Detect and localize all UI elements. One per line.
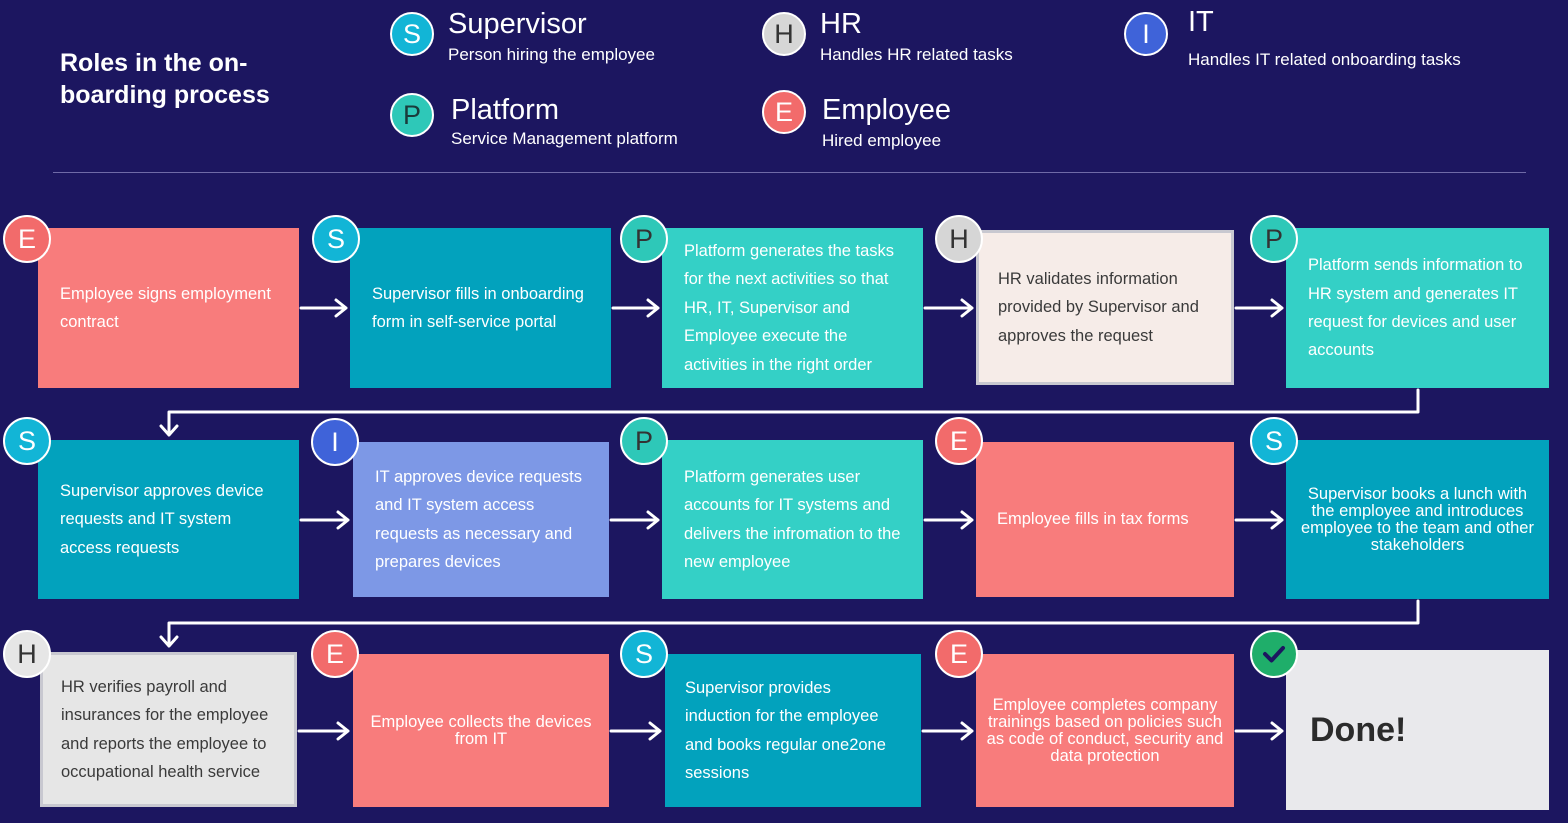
legend-desc: Service Management platform xyxy=(451,129,678,148)
legend-name: Supervisor xyxy=(448,8,587,40)
step-employee-trainings: Employee completes company trainings bas… xyxy=(976,654,1234,807)
divider xyxy=(53,172,1526,173)
checkmark-icon xyxy=(1263,646,1285,663)
step-platform-sends-info: Platform sends information to HR system … xyxy=(1286,228,1549,388)
employee-role-icon: E xyxy=(935,630,983,678)
supervisor-role-icon: S xyxy=(312,215,360,263)
step-supervisor-approves-devices: Supervisor approves device requests and … xyxy=(38,440,299,599)
employee-role-icon: E xyxy=(311,630,359,678)
hr-role-icon: H xyxy=(935,215,983,263)
step-done: Done! xyxy=(1286,650,1549,810)
it-role-icon: I xyxy=(311,418,359,466)
platform-role-icon: P xyxy=(620,215,668,263)
step-supervisor-books-lunch: Supervisor books a lunch with the employ… xyxy=(1286,440,1549,599)
step-supervisor-fills-form: Supervisor fills in onboarding form in s… xyxy=(350,228,611,388)
step-platform-generates-tasks: Platform generates the tasks for the nex… xyxy=(662,228,923,388)
legend-name: Platform xyxy=(451,94,559,126)
step-hr-verifies-payroll: HR verifies payroll and insurances for t… xyxy=(40,652,297,807)
supervisor-role-icon: S xyxy=(620,630,668,678)
supervisor-role-icon: S xyxy=(1250,417,1298,465)
platform-role-icon: P xyxy=(1250,215,1298,263)
platform-role-icon: P xyxy=(620,417,668,465)
legend-name: Employee xyxy=(822,94,951,126)
supervisor-role-icon: S xyxy=(3,417,51,465)
legend-desc: Handles HR related tasks xyxy=(820,45,1013,64)
step-platform-generates-accounts: Platform generates user accounts for IT … xyxy=(662,440,923,599)
platform-role-icon: P xyxy=(390,93,434,137)
legend-desc: Handles IT related onboarding tasks xyxy=(1188,50,1461,69)
supervisor-role-icon: S xyxy=(390,12,434,56)
hr-role-icon: H xyxy=(3,630,51,678)
legend-name: HR xyxy=(820,8,862,40)
legend-desc: Hired employee xyxy=(822,131,942,150)
legend-name: IT xyxy=(1188,6,1214,38)
step-employee-tax-forms: Employee fills in tax forms xyxy=(976,442,1234,597)
step-it-approves-requests: IT approves device requests and IT syste… xyxy=(353,442,609,597)
employee-role-icon: E xyxy=(935,417,983,465)
it-role-icon: I xyxy=(1124,12,1168,56)
legend-desc: Person hiring the employee xyxy=(448,45,655,64)
employee-role-icon: E xyxy=(762,90,806,134)
step-employee-signs-contract: Employee signs employment contract xyxy=(38,228,299,388)
step-supervisor-induction: Supervisor provides induction for the em… xyxy=(665,654,921,807)
page-title: Roles in the on- boarding process xyxy=(60,49,270,109)
step-hr-validates: HR validates information provided by Sup… xyxy=(976,230,1234,385)
check-icon xyxy=(1250,630,1298,678)
hr-role-icon: H xyxy=(762,12,806,56)
employee-role-icon: E xyxy=(3,215,51,263)
step-employee-collects-devices: Employee collects the devices from IT xyxy=(353,654,609,807)
